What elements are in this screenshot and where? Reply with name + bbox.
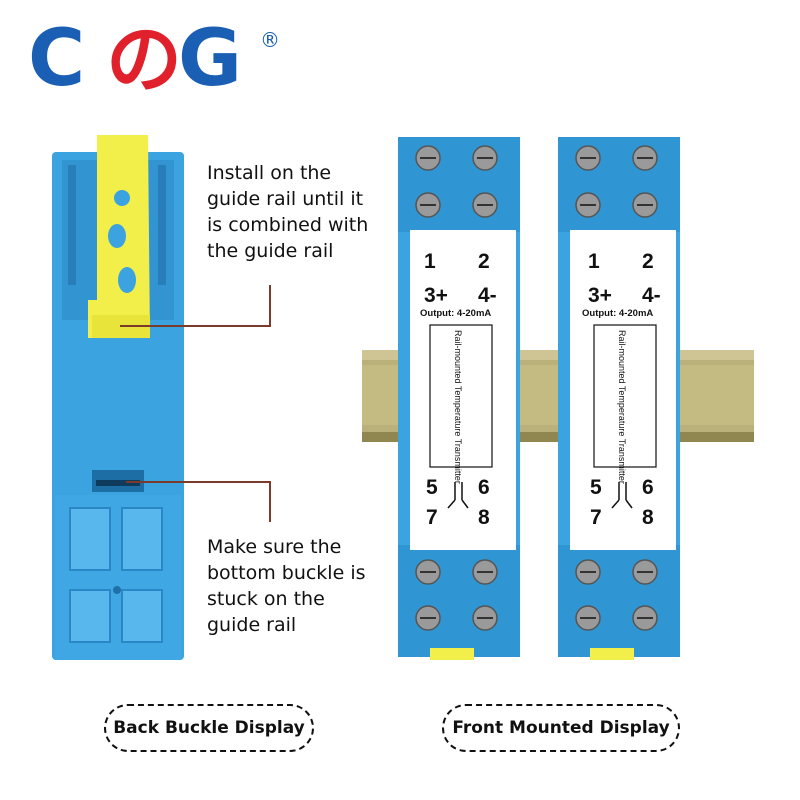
buckle-annotation: Make sure the bottom buckle is stuck on …	[207, 536, 366, 636]
install-annotation: Install on the guide rail until it is co…	[207, 162, 369, 262]
module1-terminal-7: 7	[426, 506, 438, 529]
module2-name-label: Rail-mounted Temperature Transmitter	[617, 330, 627, 484]
module2-terminal-8: 8	[642, 506, 654, 529]
logo-letter-c: C	[28, 14, 86, 104]
module1-terminal-4: 4-	[478, 284, 497, 307]
leader-line-top	[120, 285, 271, 327]
front-module-1	[398, 137, 520, 660]
registered-mark: ®	[260, 28, 280, 52]
module1-terminal-5: 5	[426, 476, 438, 499]
logo-symbol: の	[106, 15, 182, 104]
brand-logo: C の G ®	[28, 20, 288, 110]
back-view-module	[52, 135, 184, 660]
module2-terminal-6: 6	[642, 476, 654, 499]
module1-output-label: Output: 4-20mA	[420, 308, 492, 319]
module2-terminal-1: 1	[588, 250, 600, 273]
module2-terminal-7: 7	[590, 506, 602, 529]
logo-letter-g: G	[178, 14, 243, 104]
front-module-2	[558, 137, 680, 660]
module2-terminal-3: 3+	[588, 284, 612, 307]
module1-name-label: Rail-mounted Temperature Transmitter	[453, 330, 463, 484]
module1-terminal-3: 3+	[424, 284, 448, 307]
module1-terminal-1: 1	[424, 250, 436, 273]
back-buckle-caption: Back Buckle Display	[104, 704, 314, 752]
front-mounted-caption: Front Mounted Display	[442, 704, 680, 752]
module1-terminal-2: 2	[478, 250, 490, 273]
module1-terminal-6: 6	[478, 476, 490, 499]
module2-terminal-4: 4-	[642, 284, 661, 307]
leader-line-bottom	[126, 481, 271, 522]
module2-output-label: Output: 4-20mA	[582, 308, 654, 319]
module2-terminal-5: 5	[590, 476, 602, 499]
module1-terminal-8: 8	[478, 506, 490, 529]
module2-terminal-2: 2	[642, 250, 654, 273]
